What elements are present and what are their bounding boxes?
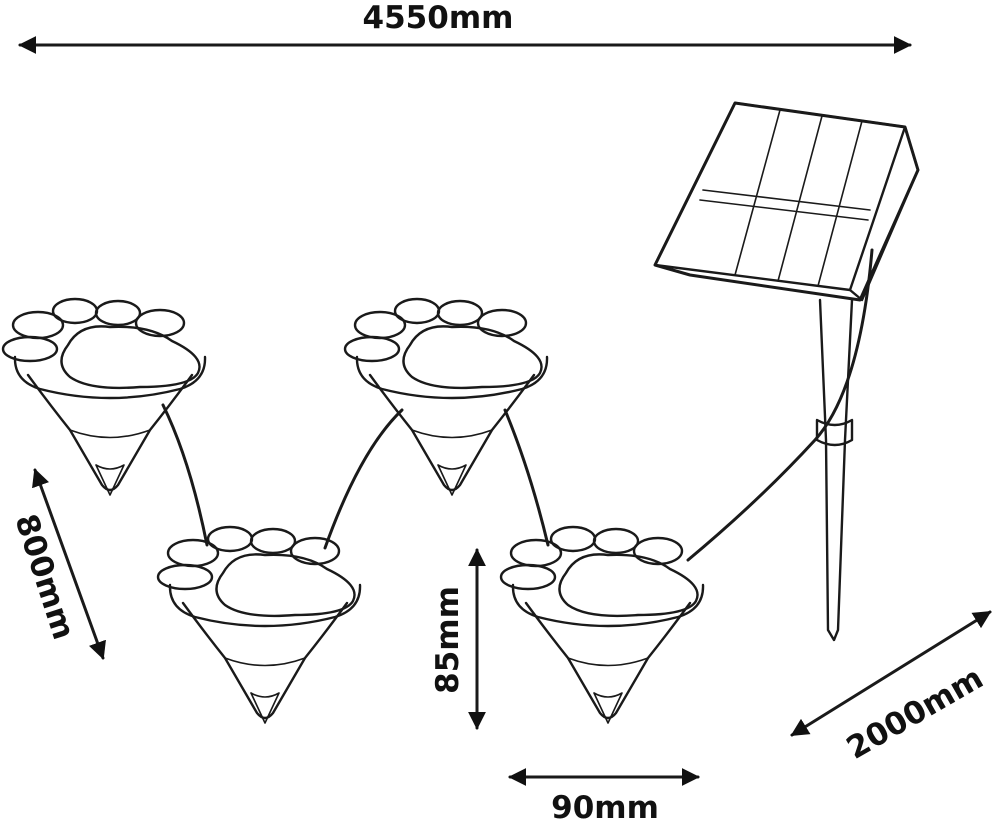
paw-light-2: [156, 525, 362, 725]
paw-light-3: [343, 297, 549, 497]
cable-to-panel: [686, 248, 874, 562]
cable-3: [503, 408, 550, 547]
panel-stake: [815, 298, 854, 642]
arrow-light-spacing: [32, 468, 106, 660]
label-light-width: 90mm: [551, 790, 659, 824]
label-light-spacing: 800mm: [7, 510, 81, 644]
cable-1: [161, 403, 209, 547]
label-light-height: 85mm: [430, 586, 466, 694]
solar-panel: [653, 101, 920, 302]
label-panel-cable: 2000mm: [841, 660, 990, 767]
arrow-panel-cable: [790, 610, 992, 737]
paw-light-4: [499, 525, 705, 725]
cable-2: [323, 408, 404, 550]
label-total-length: 4550mm: [363, 0, 514, 36]
paw-light-1: [1, 297, 207, 497]
